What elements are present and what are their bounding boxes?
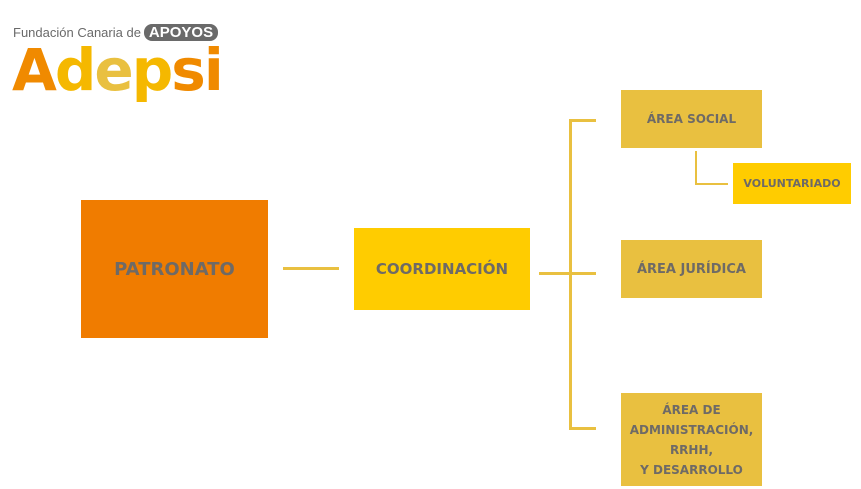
area-juridica-box: ÁREA JURÍDICA <box>621 240 762 298</box>
area-social-box: ÁREA SOCIAL <box>621 90 762 148</box>
logo-letter: A <box>12 36 57 104</box>
logo-tagline: Fundación Canaria de <box>13 25 141 40</box>
connector-line <box>695 183 728 185</box>
logo-letter: e <box>94 36 133 104</box>
logo-letter: s <box>171 36 206 104</box>
connector-line <box>539 272 596 275</box>
voluntariado-box: VOLUNTARIADO <box>733 163 851 204</box>
logo-badge: APOYOS <box>143 24 219 41</box>
connector-line <box>569 427 596 430</box>
area-admin-box: ÁREA DE ADMINISTRACIÓN, RRHH, Y DESARROL… <box>621 393 762 486</box>
logo-letter: p <box>131 36 174 104</box>
connector-line <box>569 119 596 122</box>
connector-line <box>695 151 697 185</box>
patronato-box: PATRONATO <box>81 200 268 338</box>
logo-letter: i <box>203 36 224 104</box>
coordinacion-box: COORDINACIÓN <box>354 228 530 310</box>
connector-line <box>283 267 339 270</box>
logo-wordmark: Adepsi <box>12 36 224 104</box>
bracket-line <box>569 119 572 430</box>
logo-letter: d <box>54 36 97 104</box>
